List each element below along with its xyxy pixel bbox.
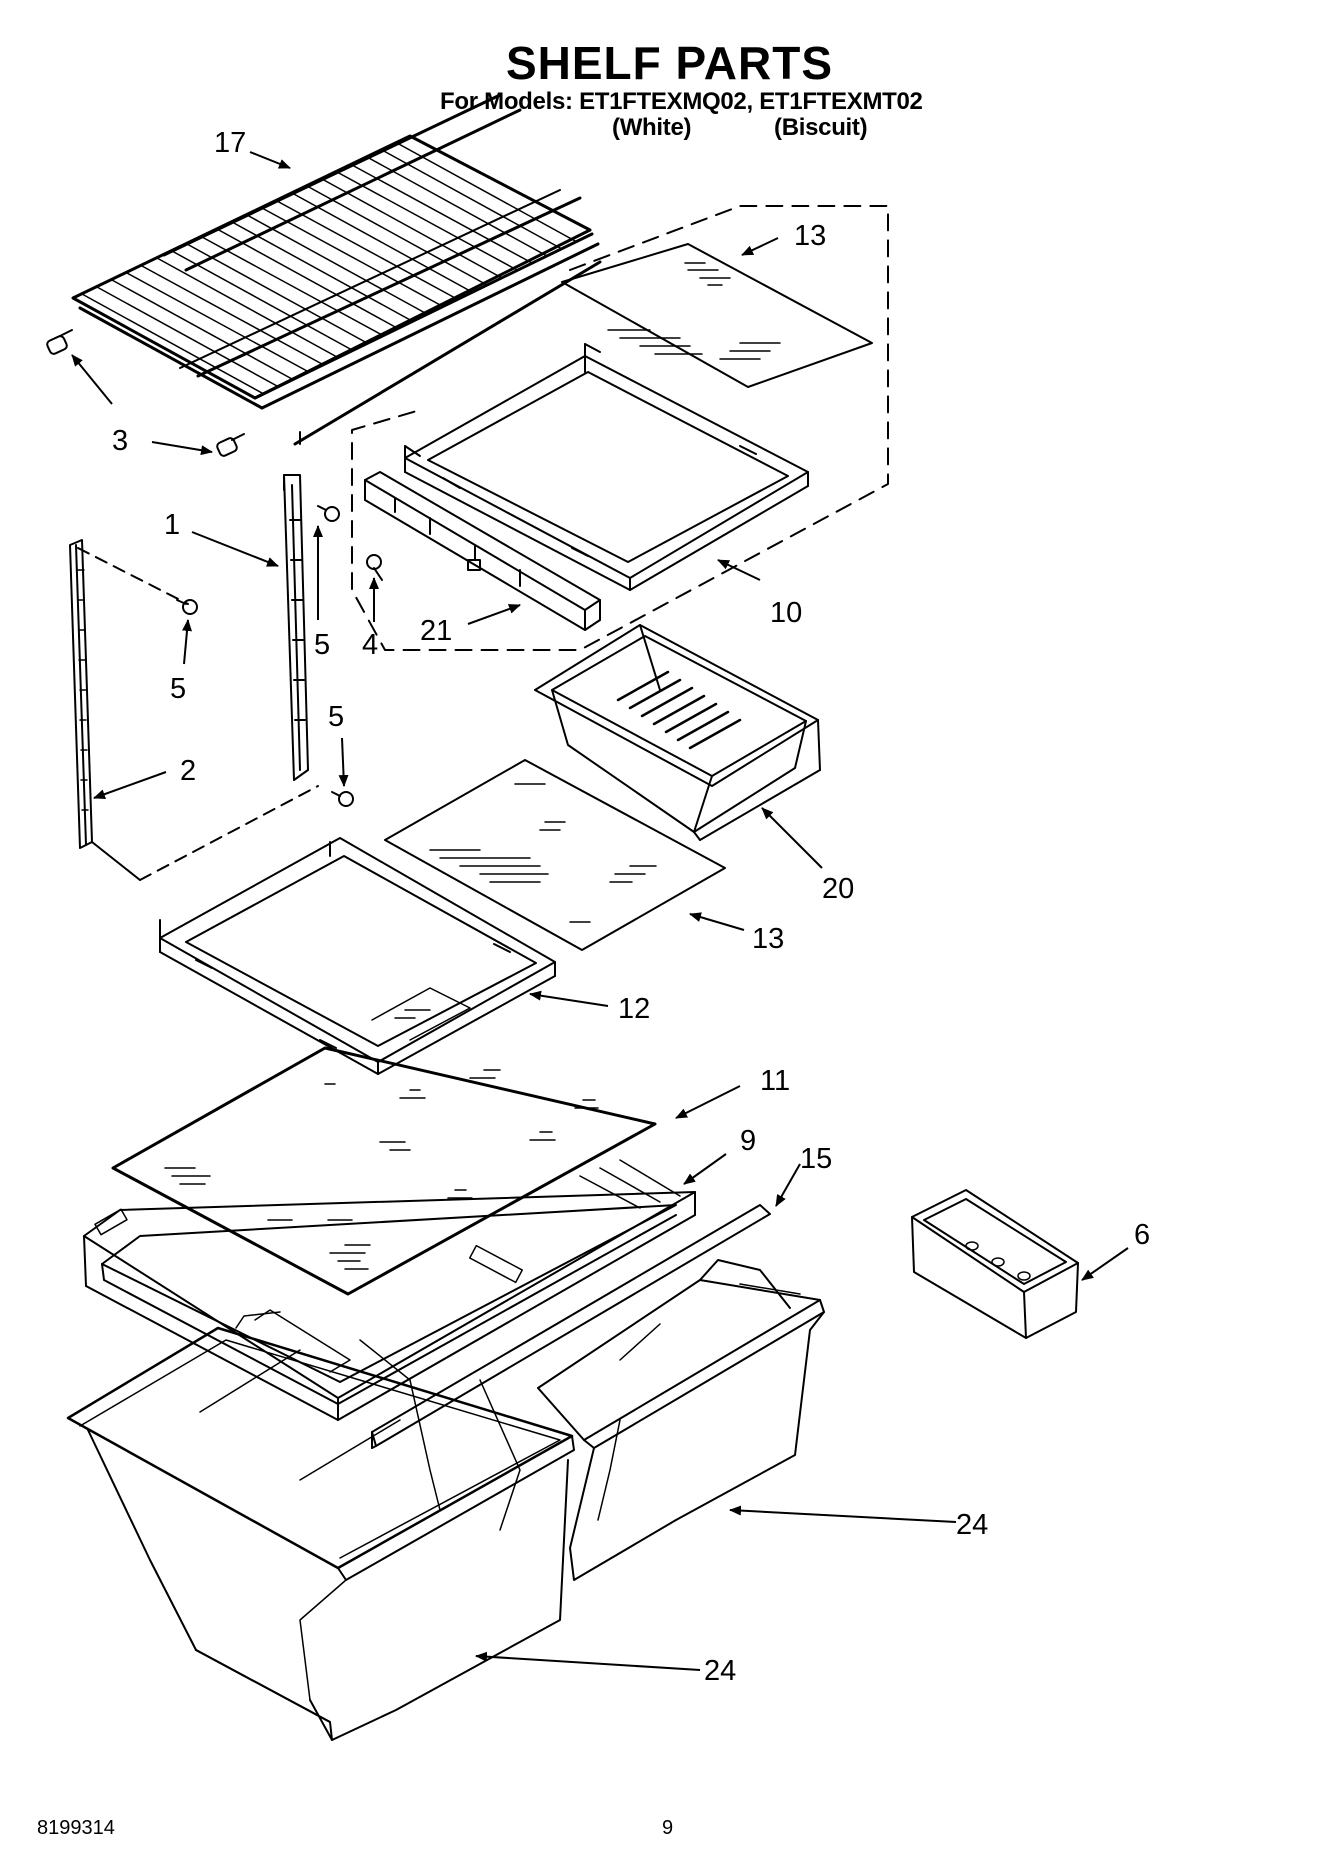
small-bin-part-6 [911, 1189, 1079, 1339]
leader-2 [93, 771, 167, 799]
callout-24-right: 24 [956, 1509, 988, 1541]
leader-20 [761, 807, 823, 869]
crisper-cover-frame-upper [404, 343, 809, 591]
leader-9 [683, 1153, 727, 1185]
callout-11: 11 [760, 1065, 790, 1097]
leader-24-lower [475, 1651, 701, 1671]
crisper-cover-assembly-outline-part-10 [351, 205, 889, 651]
cover-support-part-21 [364, 471, 601, 631]
leader-3-lower [151, 441, 213, 456]
callout-6: 6 [1134, 1219, 1150, 1251]
leader-10 [717, 559, 761, 581]
trim-strip-part-15 [371, 1204, 771, 1449]
page-number: 9 [662, 1817, 674, 1839]
glass-panel-part-13-upper [561, 243, 873, 388]
wire-shelf-part-17 [71, 93, 602, 446]
callout-1: 1 [164, 509, 180, 541]
leader-21 [467, 604, 521, 625]
support-rail-part-2 [69, 539, 319, 881]
screw-part-5-bottom [331, 791, 354, 807]
meat-pan-part-20 [534, 624, 821, 841]
callout-10: 10 [770, 597, 802, 629]
callout-3-left: 3 [112, 425, 128, 457]
crisper-drawer-part-24-right [537, 1259, 825, 1581]
leader-17 [249, 151, 291, 169]
leader-5-left [182, 619, 192, 665]
callout-21: 21 [420, 615, 452, 647]
leader-3-left [71, 354, 113, 405]
screw-part-5-left [176, 599, 198, 615]
crisper-cover-frame-part-12 [159, 837, 556, 1075]
callout-5-left: 5 [170, 673, 186, 705]
leader-13-upper [741, 237, 779, 256]
shelf-end-cap-part-3-right [216, 433, 245, 457]
callout-13-lower: 13 [752, 923, 784, 955]
callout-9: 9 [740, 1125, 756, 1157]
document-number: 8199314 [37, 1817, 115, 1839]
callout-20: 20 [822, 873, 854, 905]
callout-24-lower: 24 [704, 1655, 736, 1687]
support-rail-part-1 [283, 474, 309, 781]
variant-white-label: (White) [612, 114, 692, 141]
glass-panel-part-13-lower [384, 759, 726, 951]
screw-part-4 [366, 554, 383, 581]
callout-13-upper: 13 [794, 220, 826, 252]
callout-4: 4 [362, 629, 378, 661]
leader-11 [675, 1085, 741, 1119]
callout-12: 12 [618, 993, 650, 1025]
leader-13-lower [689, 912, 745, 931]
callout-17: 17 [214, 127, 246, 159]
leader-6 [1081, 1247, 1129, 1281]
leader-12 [529, 990, 609, 1007]
callout-5-bottom: 5 [328, 701, 344, 733]
callout-2: 2 [180, 755, 196, 787]
leader-1 [191, 531, 279, 567]
glass-shelf-part-11 [111, 1046, 657, 1296]
leader-5-bottom [338, 737, 349, 787]
page-title: SHELF PARTS [505, 37, 834, 89]
leader-15 [775, 1163, 801, 1207]
crisper-drawer-part-24-lower [66, 1326, 575, 1741]
screw-part-5-mid [317, 505, 340, 522]
callout-15: 15 [800, 1143, 832, 1175]
leader-24-right [729, 1505, 957, 1523]
callout-5-mid: 5 [314, 629, 330, 661]
shelf-end-cap-part-3-left [46, 329, 73, 355]
wire-shelf-rods [81, 142, 578, 394]
variant-biscuit-label: (Biscuit) [774, 114, 868, 141]
models-line: For Models: ET1FTEXMQ02, ET1FTEXMT02 [440, 88, 923, 115]
